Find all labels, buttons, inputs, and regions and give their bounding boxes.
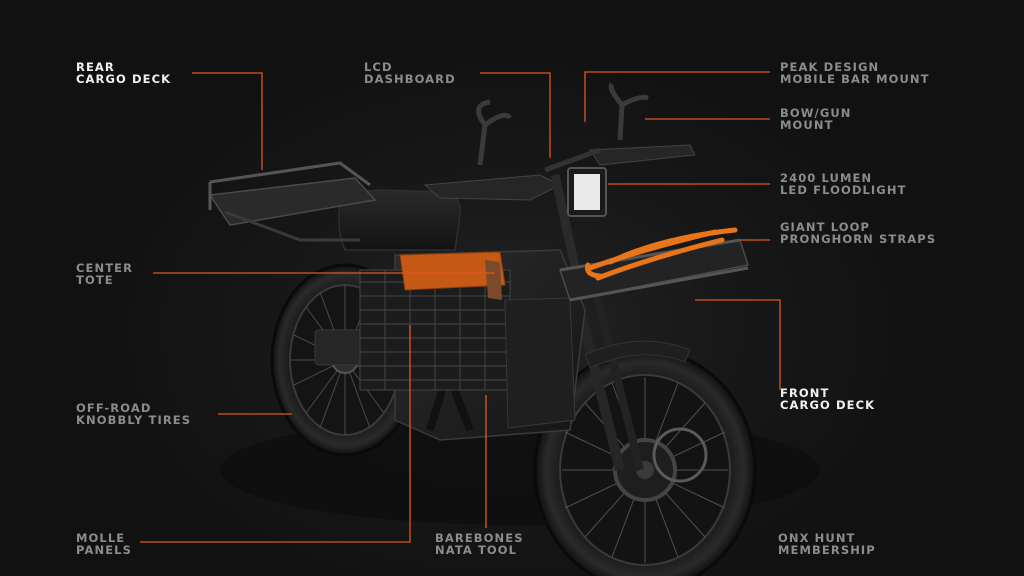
callout-line1: LCD xyxy=(364,60,393,74)
pronghorn-straps xyxy=(585,227,738,281)
callout-bow-gun-mount: BOW/GUN MOUNT xyxy=(780,107,852,131)
callout-line2: PRONGHORN STRAPS xyxy=(780,232,937,246)
callout-line1: PEAK DESIGN xyxy=(780,60,880,74)
callout-line2: DASHBOARD xyxy=(364,72,456,86)
bow-gun-mount-left xyxy=(476,99,513,166)
callout-line1: MOLLE xyxy=(76,531,126,545)
callout-line2: TOTE xyxy=(76,273,114,287)
leader-peak-design xyxy=(584,71,770,122)
callout-pronghorn-straps: GIANT LOOP PRONGHORN STRAPS xyxy=(780,221,936,245)
callout-line1: BAREBONES xyxy=(435,531,524,545)
bow-gun-mount-right xyxy=(608,82,649,141)
leader-lines xyxy=(140,71,781,543)
callout-line1: REAR xyxy=(76,60,115,74)
callout-line1: GIANT LOOP xyxy=(780,220,870,234)
handlebar-assembly xyxy=(423,144,696,291)
callout-line1: BOW/GUN xyxy=(780,106,852,120)
callout-line2: MOUNT xyxy=(780,118,834,132)
callout-molle-panels: MOLLE PANELS xyxy=(76,532,132,556)
callout-rear-cargo-deck: REAR CARGO DECK xyxy=(76,61,171,85)
leader-front-cargo-deck xyxy=(695,299,781,390)
callout-line2: PANELS xyxy=(76,543,132,557)
led-floodlight xyxy=(567,167,607,217)
callout-offroad-tires: OFF-ROAD KNOBBLY TIRES xyxy=(76,402,191,426)
callout-line2: LED FLOODLIGHT xyxy=(780,183,907,197)
callout-lcd-dashboard: LCD DASHBOARD xyxy=(364,61,456,85)
callout-front-cargo-deck: FRONT CARGO DECK xyxy=(780,387,875,411)
callout-line1: CENTER xyxy=(76,261,134,275)
callout-line1: ONX HUNT xyxy=(778,531,856,545)
brake-disc xyxy=(652,427,708,483)
rear-cargo-rack xyxy=(208,161,377,242)
callout-center-tote: CENTER TOTE xyxy=(76,262,133,286)
callout-line2: NATA TOOL xyxy=(435,543,518,557)
callout-line2: KNOBBLY TIRES xyxy=(76,413,192,427)
leader-rear-cargo-deck xyxy=(192,72,263,170)
leader-lcd-dashboard xyxy=(480,72,551,158)
callout-line2: MOBILE BAR MOUNT xyxy=(780,72,930,86)
callout-peak-design: PEAK DESIGN MOBILE BAR MOUNT xyxy=(780,61,930,85)
callout-line1: OFF-ROAD xyxy=(76,401,152,415)
molle-panel xyxy=(359,269,511,391)
callout-line1: FRONT xyxy=(780,386,830,400)
callout-barebones-nata: BAREBONES NATA TOOL xyxy=(435,532,524,556)
callout-line2: CARGO DECK xyxy=(76,72,172,86)
callout-line1: 2400 LUMEN xyxy=(780,171,873,185)
callout-onx-hunt: ONX HUNT MEMBERSHIP xyxy=(778,532,876,556)
side-panel xyxy=(504,297,576,429)
callout-led-floodlight: 2400 LUMEN LED FLOODLIGHT xyxy=(780,172,907,196)
callout-line2: CARGO DECK xyxy=(780,398,876,412)
leader-molle-panels xyxy=(140,325,411,543)
callout-line2: MEMBERSHIP xyxy=(778,543,876,557)
front-wheel xyxy=(533,348,757,576)
center-tote xyxy=(399,251,506,300)
